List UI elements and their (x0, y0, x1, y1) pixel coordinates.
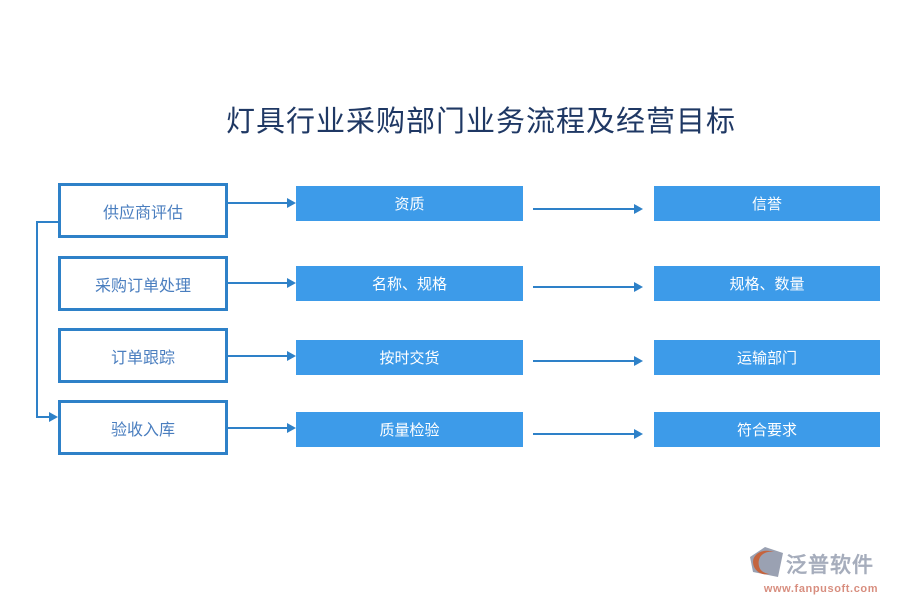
stage-box-acceptance-warehousing: 验收入库 (58, 400, 228, 455)
arrow-process-to-goal-row3 (533, 429, 643, 439)
stage-box-purchase-order-processing: 采购订单处理 (58, 256, 228, 311)
arrow-process-to-goal-row1 (533, 282, 643, 292)
page-title: 灯具行业采购部门业务流程及经营目标 (225, 104, 736, 138)
goal-box-spec-quantity: 规格、数量 (654, 266, 880, 301)
process-box-on-time-delivery: 按时交货 (296, 340, 523, 375)
arrow-stage-to-process-row0 (228, 198, 296, 208)
arrow-stage-to-process-row1 (228, 278, 296, 288)
process-box-quality-inspection: 质量检验 (296, 412, 523, 447)
goal-box-reputation: 信誉 (654, 186, 880, 221)
stage-box-supplier-evaluation: 供应商评估 (58, 183, 228, 238)
stage-box-order-tracking: 订单跟踪 (58, 328, 228, 383)
arrow-stage-to-process-row3 (228, 423, 296, 433)
goal-box-meets-requirements: 符合要求 (654, 412, 880, 447)
connector-arrow-segment (36, 412, 58, 422)
watermark-brand: 泛普软件 (786, 553, 874, 577)
arrow-stage-to-process-row2 (228, 351, 296, 361)
watermark-url: www.fanpusoft.com (763, 583, 879, 595)
fanpu-logo-icon (750, 547, 784, 583)
connector-top-segment (36, 221, 58, 223)
process-box-name-spec: 名称、规格 (296, 266, 523, 301)
goal-box-transport-department: 运输部门 (654, 340, 880, 375)
watermark: 泛普软件 www.fanpusoft.com (750, 547, 892, 595)
process-box-qualification: 资质 (296, 186, 523, 221)
arrow-process-to-goal-row2 (533, 356, 643, 366)
connector-vertical-segment (36, 221, 38, 417)
arrow-process-to-goal-row0 (533, 204, 643, 214)
